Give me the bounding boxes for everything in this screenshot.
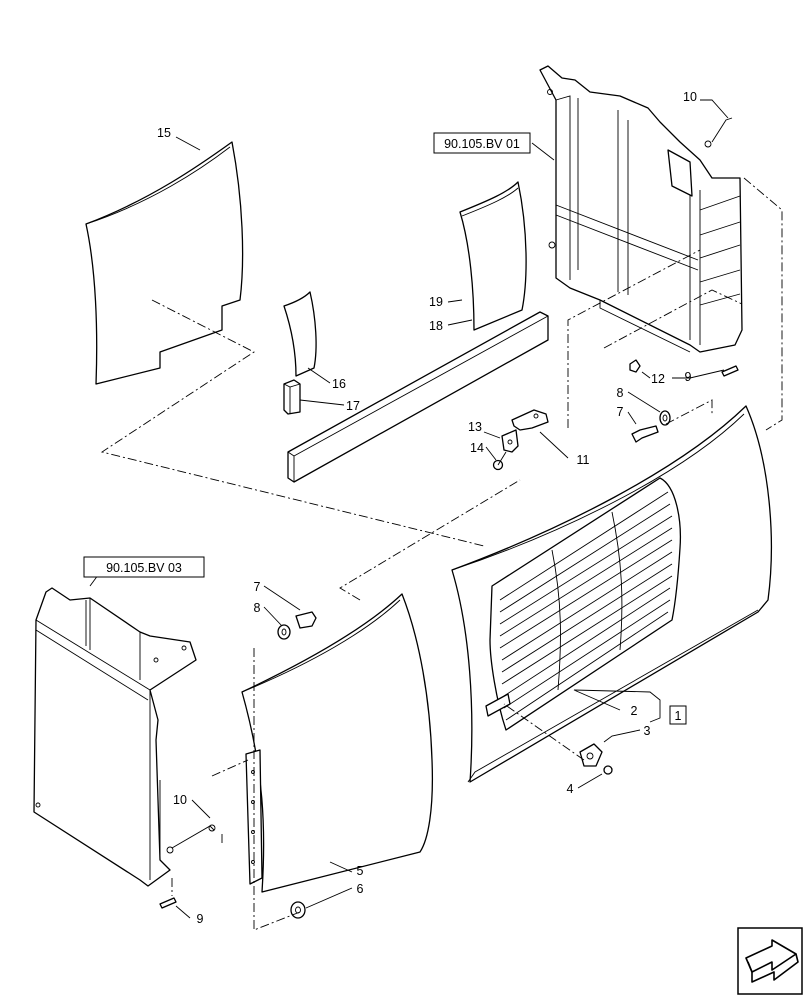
callout-7-left: 7 [254, 580, 261, 594]
callout-13: 13 [468, 420, 482, 434]
bolt-14 [492, 451, 507, 471]
washer-8-left [277, 624, 291, 640]
assembly-box: 1 [669, 705, 687, 725]
callout-9-right: 9 [685, 370, 692, 384]
pin-9-right [721, 365, 739, 377]
callout-5: 5 [357, 864, 364, 878]
upper-frame-assembly [539, 65, 743, 353]
callout-18: 18 [429, 319, 443, 333]
washer-6 [290, 901, 306, 919]
main-panel-2 [451, 405, 772, 783]
strip-18 [287, 311, 549, 483]
reference-box-1: 90.105.BV 01 [433, 132, 531, 154]
callout-6: 6 [357, 882, 364, 896]
reference-label-3: 90.105.BV 03 [106, 561, 182, 575]
reference-box-3: 90.105.BV 03 [83, 556, 205, 578]
panel-5 [241, 593, 434, 893]
reference-label-1: 90.105.BV 01 [444, 137, 520, 151]
callout-3: 3 [644, 724, 651, 738]
callout-7-right: 7 [617, 405, 624, 419]
callout-17: 17 [346, 399, 360, 413]
callout-14: 14 [470, 441, 484, 455]
washer-8-right [659, 410, 671, 426]
clip-13 [501, 429, 519, 453]
assembly-box-label: 1 [675, 709, 682, 723]
bolt-12 [629, 359, 641, 373]
callout-4: 4 [567, 782, 574, 796]
rod-10-right [704, 117, 733, 148]
side-panel-15 [85, 141, 244, 385]
callout-10-top: 10 [683, 90, 697, 104]
bolt-7-right [631, 425, 659, 443]
callout-9-left: 9 [197, 912, 204, 926]
bracket-11 [511, 409, 549, 431]
callout-labels: 15 10 16 17 19 18 13 14 11 12 9 8 7 7 8 … [157, 90, 697, 926]
callout-8-right: 8 [617, 386, 624, 400]
pad-16 [283, 291, 317, 377]
callout-12: 12 [651, 372, 665, 386]
callout-15: 15 [157, 126, 171, 140]
pad-19 [459, 181, 527, 331]
assembly-lines [100, 177, 783, 931]
lower-frame-assembly [33, 587, 197, 887]
callout-10-left: 10 [173, 793, 187, 807]
callout-19: 19 [429, 295, 443, 309]
callout-2: 2 [631, 704, 638, 718]
rod-10-left [166, 824, 216, 854]
callout-16: 16 [332, 377, 346, 391]
latch-3 [579, 743, 603, 767]
bolt-7-left [295, 611, 317, 629]
arrow-forward-icon[interactable] [737, 927, 803, 995]
block-17 [283, 379, 301, 415]
nut-4 [603, 765, 613, 775]
callout-11: 11 [577, 453, 590, 467]
pin-9-left [159, 897, 177, 909]
callout-8-left: 8 [254, 601, 261, 615]
leader-lines [89, 99, 729, 919]
